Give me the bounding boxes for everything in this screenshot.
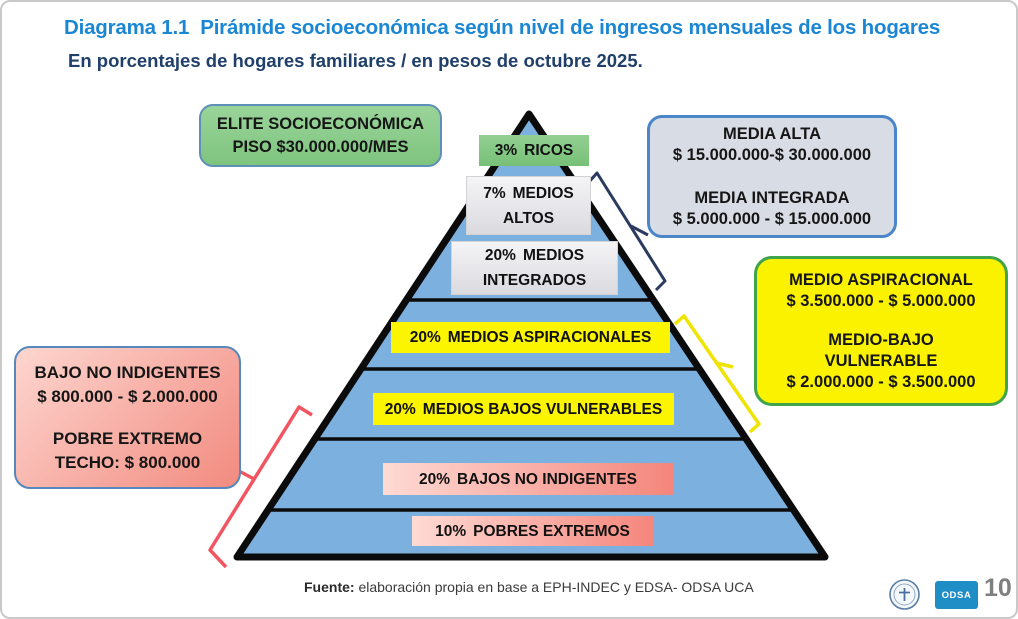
callout-bajo-pobre: BAJO NO INDIGENTES $ 800.000 - $ 2.000.0… bbox=[14, 346, 241, 489]
level-pct: 3% bbox=[494, 142, 518, 159]
level-medios-bajos-vulnerables: 20% MEDIOS BAJOS VULNERABLES bbox=[373, 393, 674, 425]
level-label: MEDIOS ALTOS bbox=[502, 184, 574, 227]
callout-line: MEDIA INTEGRADA bbox=[694, 188, 850, 207]
level-ricos: 3% RICOS bbox=[479, 135, 589, 166]
level-pct: 20% bbox=[409, 329, 441, 346]
source-text: elaboración propia en base a EPH-INDEC y… bbox=[354, 579, 754, 595]
callout-line: PISO $30.000.000/MES bbox=[232, 137, 409, 156]
callout-medio-aspiracional-vulnerable: MEDIO ASPIRACIONAL $ 3.500.000 - $ 5.000… bbox=[754, 256, 1008, 406]
source-note: Fuente: elaboración propia en base a EPH… bbox=[304, 579, 754, 595]
callout-line: TECHO: $ 800.000 bbox=[54, 452, 201, 472]
source-label: Fuente: bbox=[304, 579, 355, 595]
level-label: POBRES EXTREMOS bbox=[473, 522, 630, 540]
level-label: RICOS bbox=[524, 142, 574, 159]
level-medios-integrados: 20%MEDIOS INTEGRADOS bbox=[451, 241, 618, 295]
callout-line: ELITE SOCIOECONÓMICA bbox=[216, 114, 425, 133]
level-pct: 10% bbox=[435, 522, 467, 540]
callout-line: MEDIO-BAJO bbox=[828, 330, 934, 349]
odsa-logo: ODSA bbox=[935, 581, 978, 609]
level-label: BAJOS NO INDIGENTES bbox=[457, 470, 638, 488]
callout-line: $ 3.500.000 - $ 5.000.000 bbox=[786, 291, 976, 310]
callout-line: $ 5.000.000 - $ 15.000.000 bbox=[672, 209, 872, 228]
callout-media-alta-integrada: MEDIA ALTA $ 15.000.000-$ 30.000.000 MED… bbox=[647, 115, 897, 238]
callout-line: $ 15.000.000-$ 30.000.000 bbox=[672, 145, 872, 164]
callout-line: VULNERABLE bbox=[824, 351, 938, 370]
page-subtitle: En porcentajes de hogares familiares / e… bbox=[68, 50, 643, 71]
level-pct: 7% bbox=[483, 184, 506, 202]
page-title: Diagrama 1.1 Pirámide socioeconómica seg… bbox=[64, 16, 941, 39]
level-pct: 20% bbox=[384, 400, 416, 418]
callout-line: MEDIA ALTA bbox=[722, 124, 822, 143]
bracket-medio bbox=[673, 314, 761, 434]
level-bajos-no-indigentes: 20% BAJOS NO INDIGENTES bbox=[383, 463, 673, 495]
level-label: MEDIOS INTEGRADOS bbox=[482, 247, 587, 289]
level-pct: 20% bbox=[418, 470, 451, 488]
callout-line: $ 2.000.000 - $ 3.500.000 bbox=[786, 372, 976, 391]
callout-line: POBRE EXTREMO bbox=[52, 428, 203, 448]
uca-seal-icon bbox=[889, 579, 920, 610]
level-medios-aspiracionales: 20% MEDIOS ASPIRACIONALES bbox=[391, 322, 670, 353]
callout-line: MEDIO ASPIRACIONAL bbox=[789, 270, 973, 289]
bracket-media bbox=[586, 171, 667, 292]
level-pct: 20% bbox=[484, 247, 516, 264]
level-label: MEDIOS BAJOS VULNERABLES bbox=[422, 400, 663, 418]
page-number: 10 bbox=[984, 574, 1012, 602]
callout-line: BAJO NO INDIGENTES bbox=[34, 362, 221, 382]
level-label: MEDIOS ASPIRACIONALES bbox=[447, 329, 652, 346]
callout-elite: ELITE SOCIOECONÓMICA PISO $30.000.000/ME… bbox=[199, 104, 442, 167]
level-medios-altos: 7%MEDIOS ALTOS bbox=[466, 176, 591, 235]
callout-line: $ 800.000 - $ 2.000.000 bbox=[37, 386, 218, 406]
level-pobres-extremos: 10% POBRES EXTREMOS bbox=[412, 516, 653, 546]
